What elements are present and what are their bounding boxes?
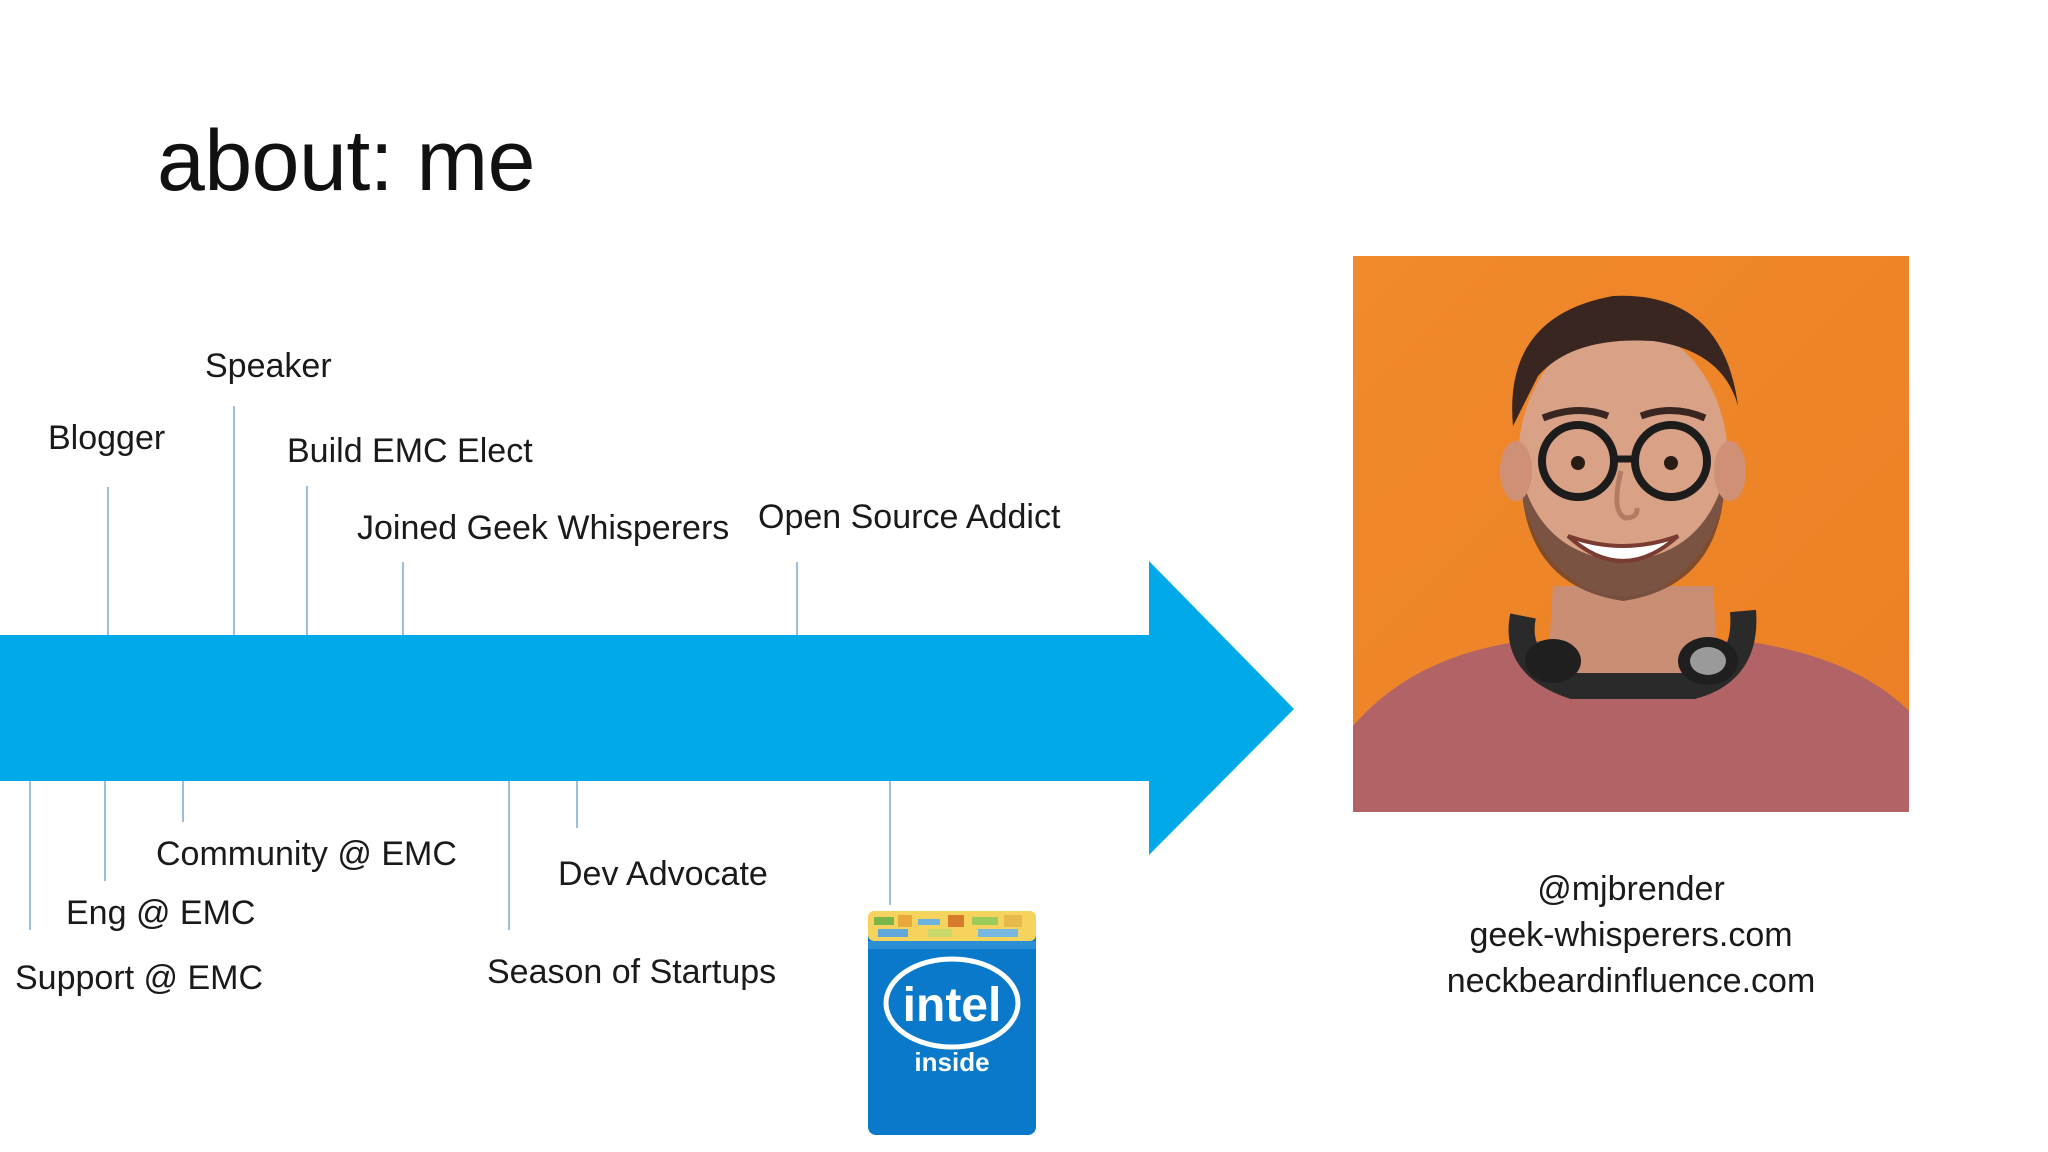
intel-inside-logo: intel inside: [868, 911, 1036, 1135]
milestone-dev-advocate: Dev Advocate: [558, 855, 768, 893]
timeline-arrow: [0, 561, 1294, 855]
milestone-speaker: Speaker: [205, 347, 332, 385]
milestone-blogger: Blogger: [48, 419, 166, 457]
contact-info: @mjbrender geek-whisperers.com neckbeard…: [1400, 866, 1862, 1004]
website-geek-whisperers: geek-whisperers.com: [1469, 916, 1793, 954]
twitter-handle: @mjbrender: [1537, 870, 1725, 908]
milestone-support-emc: Support @ EMC: [15, 959, 264, 997]
milestone-open-source-addict: Open Source Addict: [758, 498, 1061, 536]
intel-word: intel: [903, 979, 1002, 1032]
milestone-community-emc: Community @ EMC: [156, 835, 457, 873]
slide-title: about: me: [157, 113, 535, 209]
intel-inside-word: inside: [914, 1047, 989, 1077]
milestone-season-of-startups: Season of Startups: [487, 953, 777, 991]
milestone-eng-emc: Eng @ EMC: [66, 894, 256, 932]
milestone-build-emc-elect: Build EMC Elect: [287, 432, 533, 470]
website-neckbeard-influence: neckbeardinfluence.com: [1446, 962, 1816, 1000]
milestone-joined-geek-whisperers: Joined Geek Whisperers: [357, 509, 730, 547]
profile-photo: [1353, 256, 1909, 812]
